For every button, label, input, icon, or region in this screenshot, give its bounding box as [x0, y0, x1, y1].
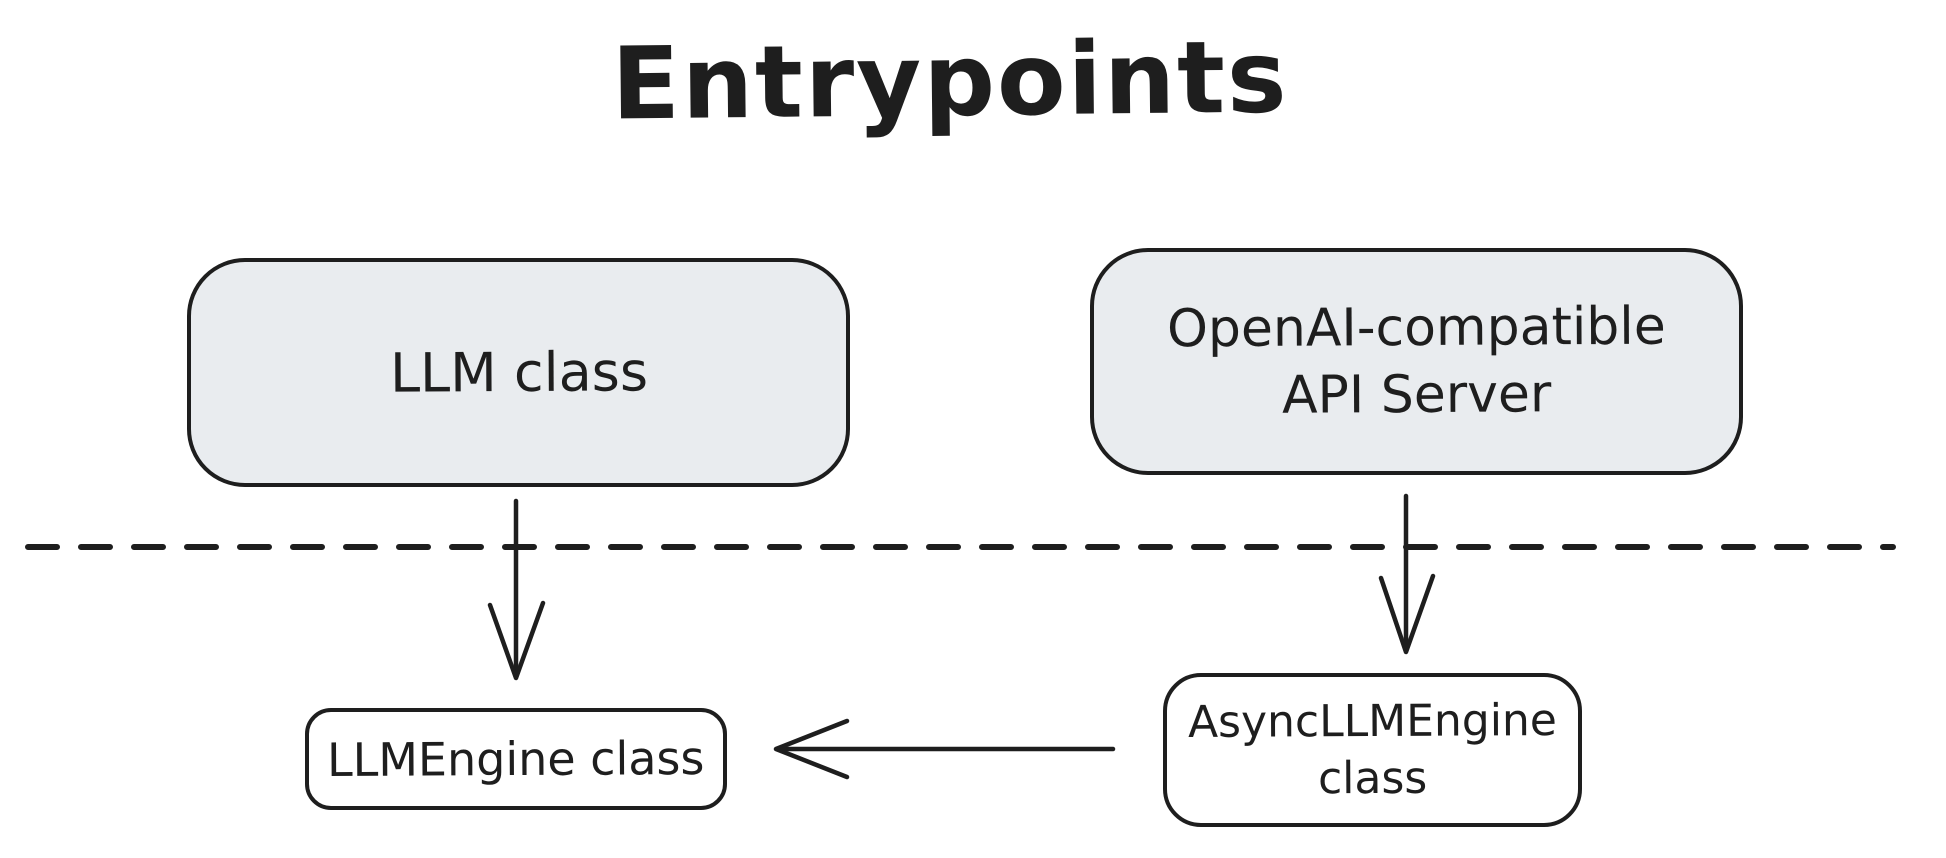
arrow-llm-to-llmengine: [487, 498, 546, 681]
node-openai-api-server-label-line2: API Server: [1281, 363, 1552, 426]
node-llmengine-class-label: LLMEngine class: [327, 730, 705, 787]
node-llmengine-class: LLMEngine class: [305, 708, 727, 810]
node-asyncllmengine-class-label-line1: AsyncLLMEngine: [1187, 694, 1558, 748]
arrow-asyncengine-to-llmengine: [773, 718, 1116, 780]
node-openai-api-server-label-line1: OpenAI-compatible: [1166, 296, 1667, 360]
node-asyncllmengine-class: AsyncLLMEngine class: [1163, 673, 1582, 827]
node-llm-class-label: LLM class: [389, 340, 648, 405]
node-llm-class: LLM class: [187, 258, 850, 487]
node-openai-api-server: OpenAI-compatible API Server: [1090, 248, 1743, 475]
node-asyncllmengine-class-label-line2: class: [1317, 752, 1428, 805]
arrow-apiserver-to-asyncengine: [1378, 493, 1436, 655]
diagram-title: Entrypoints: [610, 18, 1290, 143]
